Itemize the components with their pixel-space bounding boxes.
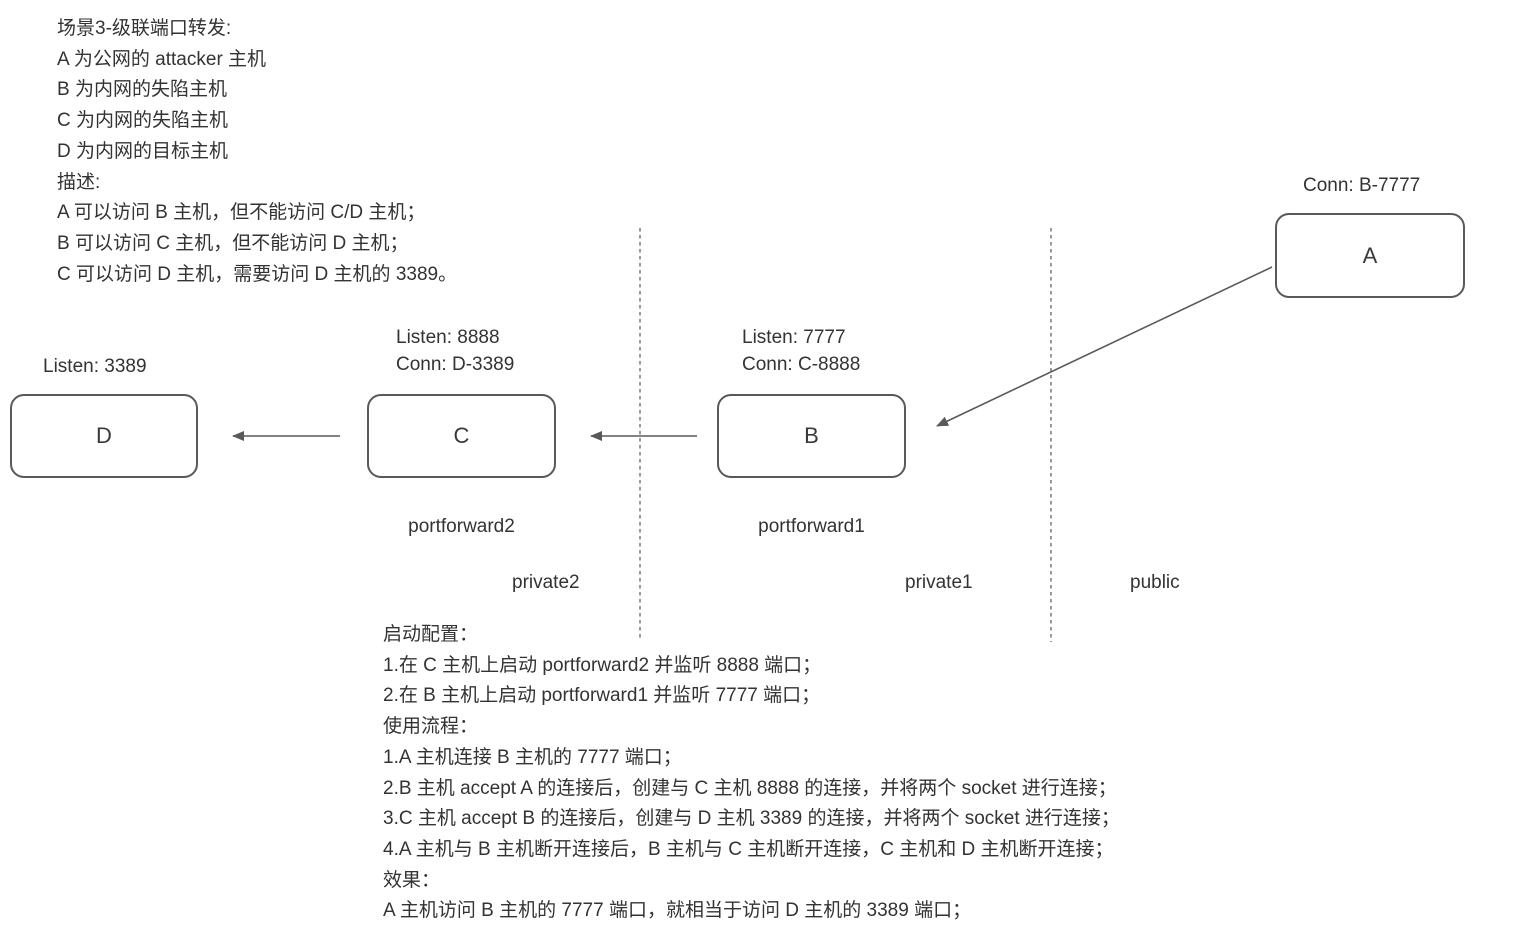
notes-text-block: 启动配置： 1.在 C 主机上启动 portforward2 并监听 8888 … (383, 620, 1120, 927)
node-b-conn-label: Conn: C-8888 (742, 354, 861, 375)
notes-line-flow-2: 2.B 主机 accept A 的连接后，创建与 C 主机 8888 的连接，并… (383, 777, 1117, 799)
node-b: B (717, 394, 906, 478)
node-b-process-label: portforward1 (758, 516, 865, 537)
scenario-line-host-d: D 为内网的目标主机 (57, 140, 229, 162)
notes-line-flow-4: 4.A 主机与 B 主机断开连接后，B 主机与 C 主机断开连接，C 主机和 D… (383, 838, 1114, 860)
node-c: C (367, 394, 556, 478)
notes-line-config-1: 1.在 C 主机上启动 portforward2 并监听 8888 端口； (383, 654, 822, 676)
zone-label-private2: private2 (512, 572, 580, 593)
scenario-line-rule-1: A 可以访问 B 主机，但不能访问 C/D 主机； (57, 202, 426, 224)
node-a-conn-label: Conn: B-7777 (1303, 175, 1421, 196)
node-b-listen-label: Listen: 7777 (742, 327, 846, 348)
notes-line-config-heading: 启动配置： (383, 624, 479, 645)
scenario-line-title: 场景3-级联端口转发: (57, 18, 232, 39)
notes-line-flow-heading: 使用流程： (383, 716, 479, 738)
arrow-a-to-b (936, 266, 1273, 427)
node-c-process-label: portforward2 (408, 516, 515, 537)
node-c-conn-label: Conn: D-3389 (396, 354, 515, 375)
notes-line-config-2: 2.在 B 主机上启动 portforward1 并监听 7777 端口； (383, 685, 821, 707)
scenario-line-host-a: A 为公网的 attacker 主机 (57, 48, 267, 70)
node-c-port-labels: Listen: 8888 Conn: D-3389 (396, 324, 514, 378)
notes-line-effect-1: A 主机访问 B 主机的 7777 端口，就相当于访问 D 主机的 3389 端… (383, 900, 972, 922)
node-b-label: B (804, 423, 819, 448)
node-b-port-labels: Listen: 7777 Conn: C-8888 (742, 324, 860, 378)
notes-line-effect-heading: 效果： (383, 869, 441, 891)
node-d: D (10, 394, 198, 478)
scenario-line-desc-heading: 描述: (57, 171, 101, 193)
zone-label-public: public (1130, 572, 1180, 593)
node-a-label: A (1362, 242, 1378, 268)
scenario-line-rule-3: C 可以访问 D 主机，需要访问 D 主机的 3389。 (57, 263, 458, 285)
scenario-line-host-b: B 为内网的失陷主机 (57, 79, 227, 101)
scenario-line-rule-2: B 可以访问 C 主机，但不能访问 D 主机； (57, 232, 409, 254)
node-d-listen-label: Listen: 3389 (43, 356, 147, 377)
notes-line-flow-3: 3.C 主机 accept B 的连接后，创建与 D 主机 3389 的连接，并… (383, 808, 1120, 830)
scenario-line-host-c: C 为内网的失陷主机 (57, 110, 229, 132)
node-c-listen-label: Listen: 8888 (396, 327, 500, 348)
node-c-label: C (453, 423, 470, 448)
scenario-text-block: 场景3-级联端口转发: A 为公网的 attacker 主机 B 为内网的失陷主… (57, 14, 457, 290)
node-a: A (1275, 213, 1465, 298)
notes-line-flow-1: 1.A 主机连接 B 主机的 7777 端口； (383, 746, 682, 768)
zone-label-private1: private1 (905, 572, 973, 593)
node-d-label: D (96, 423, 112, 448)
